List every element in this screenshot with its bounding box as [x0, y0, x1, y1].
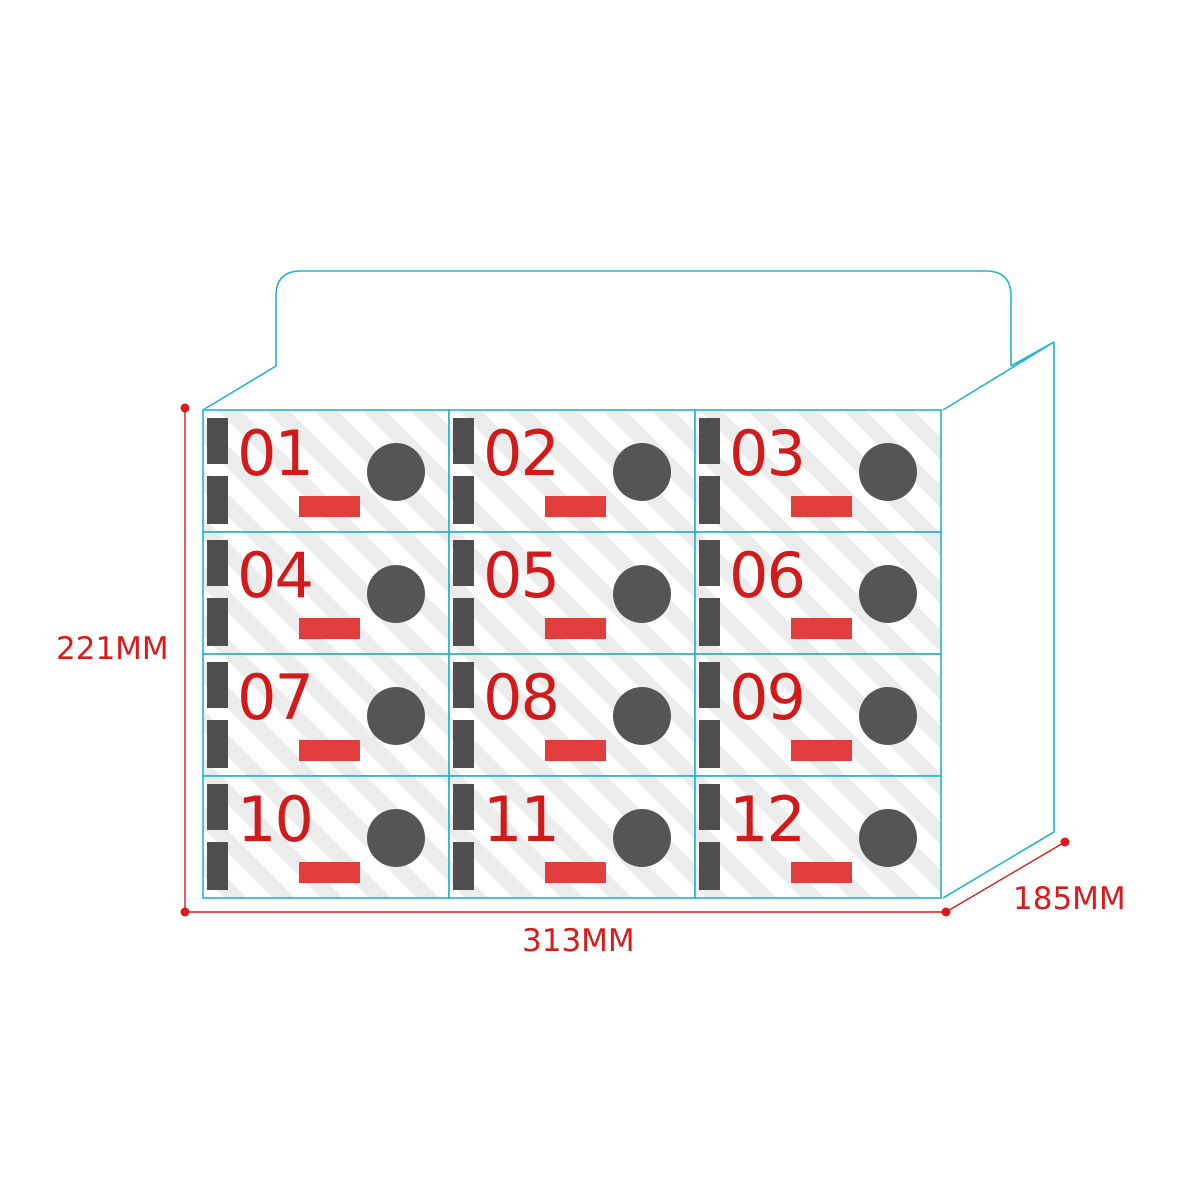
top-face — [202, 341, 1055, 411]
hinge-icon — [207, 662, 228, 708]
side-face — [942, 342, 1055, 899]
hinge-icon — [699, 540, 720, 586]
compartment-number: 02 — [483, 417, 558, 490]
compartment-number: 07 — [237, 661, 312, 734]
compartment: 12 — [694, 775, 942, 899]
width-dimension-label: 313MM — [522, 923, 635, 959]
name-tag-icon — [791, 740, 852, 761]
compartment: 07 — [202, 653, 450, 777]
name-tag-icon — [791, 618, 852, 639]
hinge-icon — [453, 476, 474, 524]
front-panel: 01 02 03 04 05 06 07 08 09 10 11 12 — [202, 409, 942, 899]
dimension-endpoint — [1060, 837, 1070, 847]
compartment: 10 — [202, 775, 450, 899]
dimension-lines — [180, 403, 1070, 917]
compartment-number: 06 — [729, 539, 804, 612]
depth-dimension-line — [945, 841, 1066, 913]
dimension-endpoint — [180, 907, 190, 917]
compartment: 03 — [694, 409, 942, 533]
compartment-number: 09 — [729, 661, 804, 734]
compartment: 11 — [448, 775, 696, 899]
lock-dial-icon — [367, 443, 425, 501]
lock-dial-icon — [613, 687, 671, 745]
lock-dial-icon — [613, 443, 671, 501]
name-tag-icon — [545, 740, 606, 761]
lock-dial-icon — [367, 809, 425, 867]
name-tag-icon — [545, 496, 606, 517]
compartment: 08 — [448, 653, 696, 777]
dimension-endpoint — [941, 907, 951, 917]
hinge-icon — [699, 476, 720, 524]
cabinet-outline — [202, 270, 1055, 899]
hinge-icon — [699, 784, 720, 830]
name-tag-icon — [299, 618, 360, 639]
compartment: 01 — [202, 409, 450, 533]
lock-dial-icon — [367, 565, 425, 623]
hinge-icon — [207, 476, 228, 524]
name-tag-icon — [791, 862, 852, 883]
lock-dial-icon — [613, 565, 671, 623]
hinge-icon — [453, 842, 474, 890]
compartment-number: 04 — [237, 539, 312, 612]
hinge-icon — [453, 598, 474, 646]
compartment: 04 — [202, 531, 450, 655]
back-panel — [275, 270, 1012, 366]
hinge-icon — [453, 662, 474, 708]
compartment-number: 11 — [483, 783, 558, 856]
compartment-number: 12 — [729, 783, 804, 856]
hinge-icon — [453, 784, 474, 830]
compartment: 02 — [448, 409, 696, 533]
hinge-icon — [699, 662, 720, 708]
hinge-icon — [699, 598, 720, 646]
lock-dial-icon — [859, 687, 917, 745]
lock-dial-icon — [367, 687, 425, 745]
hinge-icon — [453, 720, 474, 768]
hinge-icon — [699, 720, 720, 768]
lock-dial-icon — [613, 809, 671, 867]
compartment-number: 10 — [237, 783, 312, 856]
hinge-icon — [207, 784, 228, 830]
hinge-icon — [453, 418, 474, 464]
hinge-icon — [207, 842, 228, 890]
hinge-icon — [207, 540, 228, 586]
hinge-icon — [699, 418, 720, 464]
compartment-number: 05 — [483, 539, 558, 612]
hinge-icon — [207, 598, 228, 646]
hinge-icon — [699, 842, 720, 890]
hinge-icon — [453, 540, 474, 586]
compartment: 05 — [448, 531, 696, 655]
compartment-number: 03 — [729, 417, 804, 490]
name-tag-icon — [545, 862, 606, 883]
compartment: 09 — [694, 653, 942, 777]
depth-dimension-label: 185MM — [1013, 881, 1126, 917]
compartment: 06 — [694, 531, 942, 655]
compartment-number: 08 — [483, 661, 558, 734]
lock-dial-icon — [859, 809, 917, 867]
lock-dial-icon — [859, 443, 917, 501]
hinge-icon — [207, 418, 228, 464]
dimension-endpoint — [180, 403, 190, 413]
hinge-icon — [207, 720, 228, 768]
lock-dial-icon — [859, 565, 917, 623]
name-tag-icon — [299, 862, 360, 883]
compartment-number: 01 — [237, 417, 312, 490]
name-tag-icon — [299, 496, 360, 517]
name-tag-icon — [545, 618, 606, 639]
height-dimension-label: 221MM — [56, 631, 169, 667]
name-tag-icon — [299, 740, 360, 761]
name-tag-icon — [791, 496, 852, 517]
